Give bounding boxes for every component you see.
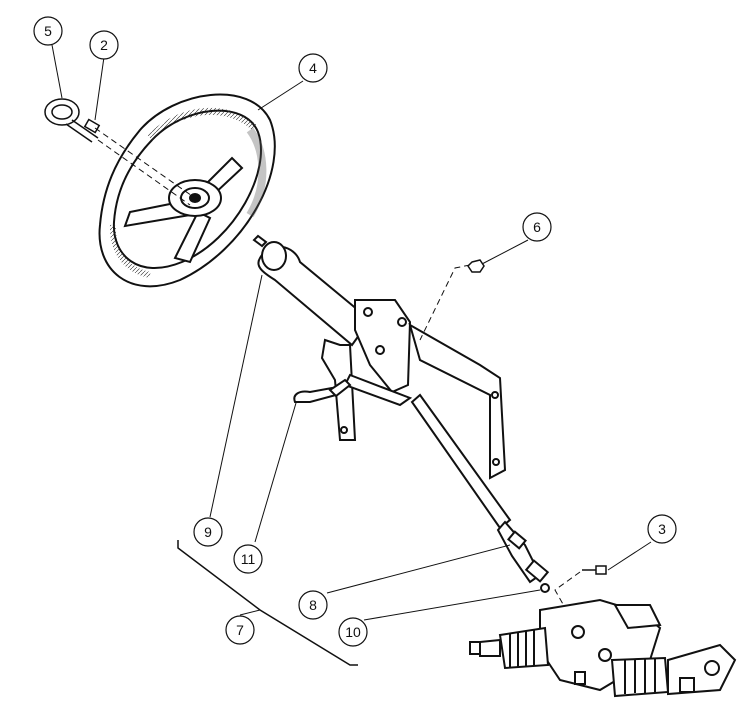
callout-7: 7 (225, 615, 255, 645)
callout-2-label: 2 (100, 37, 108, 53)
callout-6-label: 6 (533, 219, 541, 235)
pinch-bolt (582, 565, 607, 575)
flange-nut (467, 259, 485, 273)
callouts: 5 2 4 6 3 9 11 8 (33, 16, 677, 647)
bolt-dashed-line (419, 264, 471, 341)
callout-8-label: 8 (309, 597, 317, 613)
callout-3-label: 3 (658, 521, 666, 537)
steering-wheel (98, 93, 276, 288)
callout-5-label: 5 (44, 23, 52, 39)
callout-9: 9 (193, 517, 223, 547)
leader-lines (51, 44, 652, 621)
callout-4: 4 (298, 53, 328, 83)
steering-column (252, 234, 372, 347)
callout-4-label: 4 (309, 60, 317, 76)
rack-and-pinion (469, 598, 737, 698)
callout-7-label: 7 (236, 622, 244, 638)
callout-10: 10 (338, 617, 368, 647)
callout-8: 8 (298, 590, 328, 620)
callout-2: 2 (89, 30, 119, 60)
callout-6: 6 (522, 212, 552, 242)
assembly-bracket-line (177, 540, 358, 666)
intermediate-shaft (410, 393, 550, 593)
horn-cap (44, 98, 99, 143)
callout-3: 3 (647, 514, 677, 544)
tilt-lever (293, 378, 352, 403)
callout-9-label: 9 (204, 524, 212, 540)
alignment-lines (94, 127, 196, 206)
callout-10-label: 10 (345, 624, 361, 640)
callout-11-label: 11 (241, 551, 256, 567)
callout-5: 5 (33, 16, 63, 46)
callout-11: 11 (233, 544, 263, 574)
